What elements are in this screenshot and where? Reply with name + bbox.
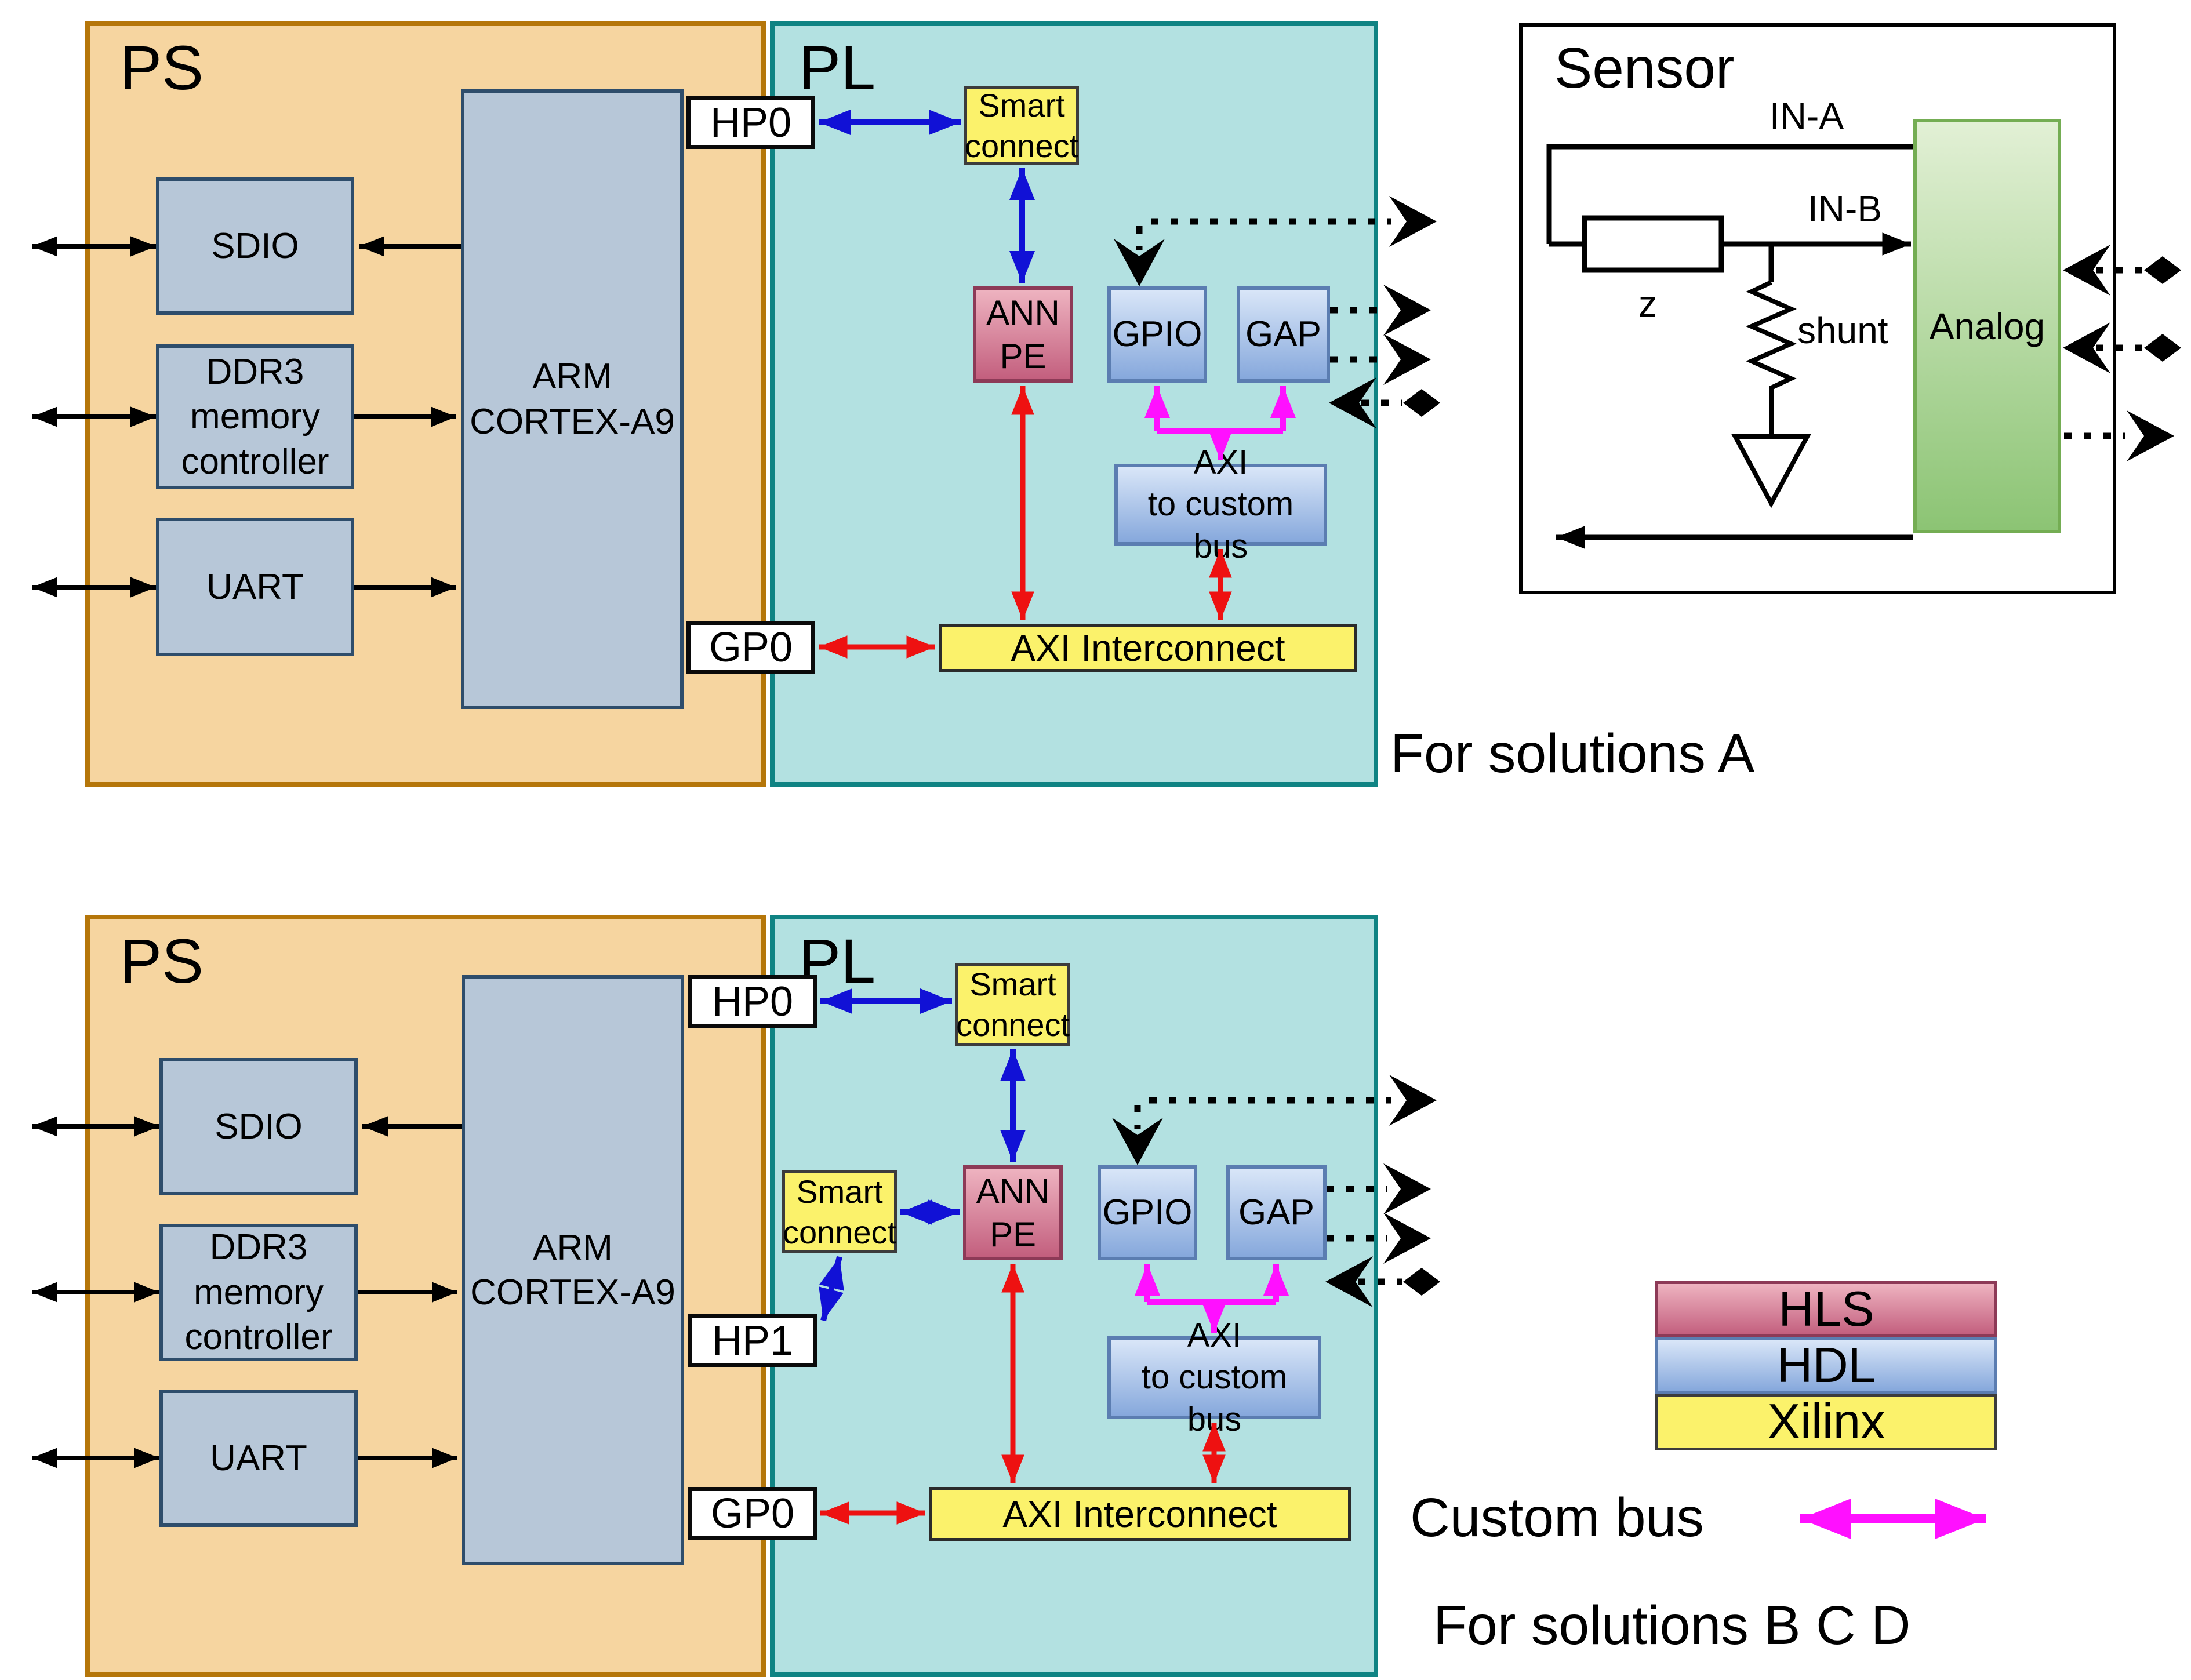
sensor-impedance-label: z xyxy=(1638,283,1657,325)
legend-custom-bus-label: Custom bus xyxy=(1410,1487,1704,1548)
port-hp1-bottom: HP1 xyxy=(688,1314,817,1367)
block-ddr3-top: DDR3 memory controller xyxy=(156,344,354,489)
block-arm-top: ARM CORTEX-A9 xyxy=(461,89,684,709)
sensor-in-a-label: IN-A xyxy=(1769,95,1844,137)
sensor-in-b-label: IN-B xyxy=(1808,188,1882,230)
port-hp0-bottom: HP0 xyxy=(688,975,817,1028)
block-gpio-bottom: GPIO xyxy=(1098,1165,1197,1260)
block-smart-connect-2-bottom: Smart connect xyxy=(782,1170,897,1253)
block-uart-top: UART xyxy=(156,518,354,656)
block-gap-top: GAP xyxy=(1237,286,1330,383)
block-uart-bottom: UART xyxy=(159,1390,358,1527)
port-hp0-top: HP0 xyxy=(686,96,815,149)
pl-region-bottom: PL xyxy=(770,915,1378,1677)
block-gpio-top: GPIO xyxy=(1107,286,1207,383)
block-axi-to-custom-bus-top: AXI to custom bus xyxy=(1114,443,1327,565)
sensor-analog-block: Analog xyxy=(1913,119,2061,533)
block-ddr3-bottom: DDR3 memory controller xyxy=(159,1224,358,1361)
port-gp0-bottom: GP0 xyxy=(688,1487,817,1540)
block-axi-to-custom-bus-bottom: AXI to custom bus xyxy=(1107,1317,1321,1438)
block-sdio-top: SDIO xyxy=(156,177,354,315)
sensor-title: Sensor xyxy=(1554,36,1735,100)
legend-hdl: HDL xyxy=(1655,1337,1997,1394)
block-ann-pe-top: ANN PE xyxy=(973,286,1073,383)
caption-solutions-bcd: For solutions B C D xyxy=(1433,1595,1911,1656)
pl-label-top: PL xyxy=(799,32,876,103)
caption-solutions-a: For solutions A xyxy=(1390,723,1755,784)
sensor-shunt-label: shunt xyxy=(1797,310,1888,351)
ps-label-bottom: PS xyxy=(120,926,204,996)
block-smart-connect-1-bottom: Smart connect xyxy=(955,963,1070,1046)
ps-label-top: PS xyxy=(120,32,204,103)
port-gp0-top: GP0 xyxy=(686,621,815,674)
legend-xilinx: Xilinx xyxy=(1655,1394,1997,1450)
block-ann-pe-bottom: ANN PE xyxy=(963,1165,1063,1260)
block-axi-interconnect-bottom: AXI Interconnect xyxy=(929,1487,1351,1541)
block-smart-connect-top: Smart connect xyxy=(964,86,1079,165)
legend-hls: HLS xyxy=(1655,1281,1997,1337)
block-gap-bottom: GAP xyxy=(1226,1165,1327,1260)
block-axi-interconnect-top: AXI Interconnect xyxy=(939,624,1357,672)
block-arm-bottom: ARM CORTEX-A9 xyxy=(462,975,684,1565)
block-sdio-bottom: SDIO xyxy=(159,1058,358,1195)
